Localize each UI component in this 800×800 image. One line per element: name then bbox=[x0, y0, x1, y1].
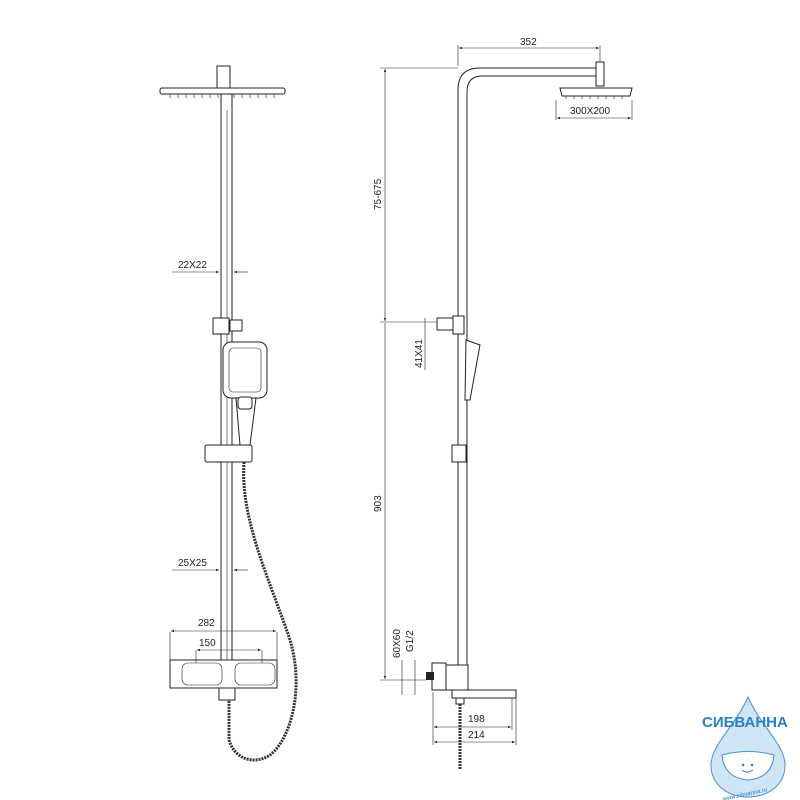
shower-holder bbox=[204, 444, 253, 463]
dim-slider-size: 41X41 bbox=[414, 339, 425, 368]
side-thermostat bbox=[445, 664, 469, 691]
side-slider-fixing bbox=[436, 317, 454, 331]
dim-height-adjust: 75-675 bbox=[373, 178, 384, 210]
dim-spout-198: 198 bbox=[468, 714, 485, 725]
dim-inlet-spacing: 150 bbox=[199, 638, 216, 649]
dim-bar-top: 22X22 bbox=[178, 260, 207, 271]
dim-thermostat-width: 282 bbox=[198, 618, 215, 629]
sibvanna-logo: СИБВАННА www.sibvanna.ru bbox=[702, 695, 788, 800]
bathtub-icon bbox=[721, 751, 775, 781]
side-hand-shower bbox=[464, 339, 481, 401]
front-view: 22X22 25X25 282 150 bbox=[159, 65, 298, 762]
side-head-connector bbox=[595, 61, 605, 87]
side-slider bbox=[452, 315, 465, 335]
dim-spout-214: 214 bbox=[468, 730, 485, 741]
head-connector bbox=[216, 65, 231, 89]
slider bbox=[212, 317, 230, 335]
side-holder bbox=[451, 444, 467, 463]
thermostat-body bbox=[169, 659, 278, 689]
rain-shower-head bbox=[159, 87, 286, 95]
inlet-thread bbox=[426, 672, 434, 680]
dim-head-size: 300X200 bbox=[570, 106, 610, 117]
wall-fixing bbox=[431, 662, 447, 691]
side-shower-head bbox=[559, 87, 633, 97]
hand-shower-head bbox=[222, 341, 268, 399]
dim-arm-reach: 352 bbox=[520, 37, 537, 48]
outlet-connector bbox=[218, 687, 236, 701]
water-drop-icon bbox=[710, 695, 786, 798]
dim-thread: G1/2 bbox=[405, 630, 416, 652]
riser-with-arm bbox=[457, 67, 599, 666]
logo-name: СИБВАННА bbox=[702, 714, 788, 731]
shower-hose bbox=[227, 461, 298, 762]
dim-fixing-size: 60X60 bbox=[392, 629, 403, 658]
side-view: 352 300X200 75-675 903 41X41 60X60 G1/2 … bbox=[373, 37, 633, 770]
slider-knob bbox=[229, 319, 243, 332]
dim-bar-bottom: 25X25 bbox=[178, 558, 207, 569]
dim-lower-height: 903 bbox=[373, 495, 384, 512]
spout bbox=[451, 689, 517, 699]
